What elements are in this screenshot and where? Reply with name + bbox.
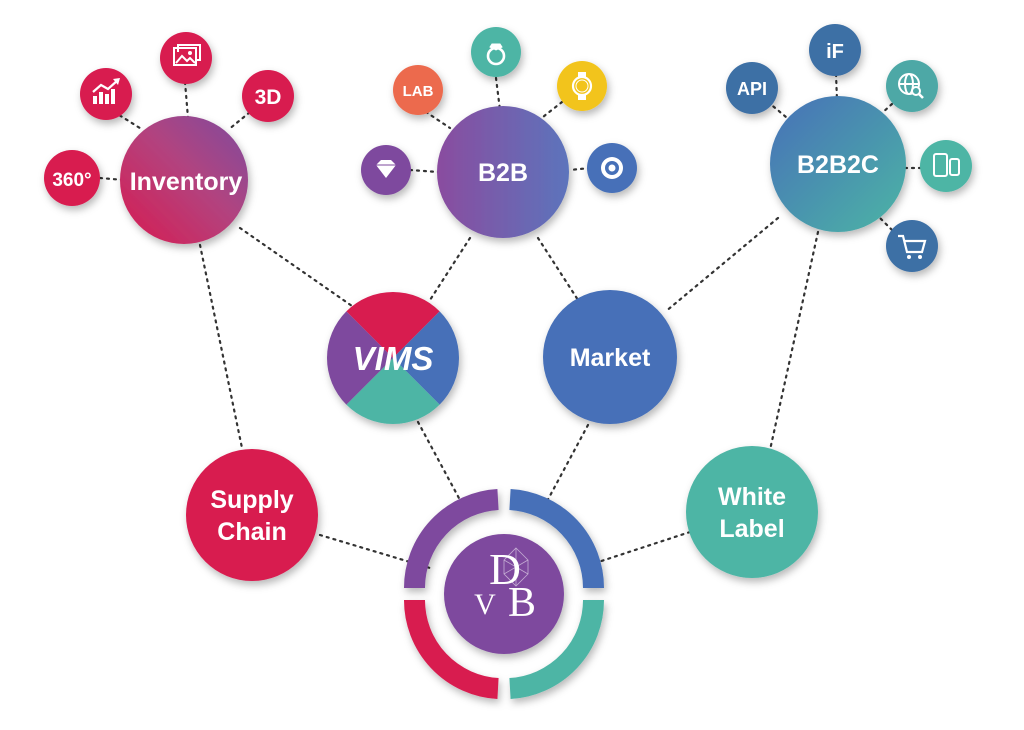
inventory-cluster: Inventory 360° 3D bbox=[44, 32, 294, 244]
vdb-logo-d: D bbox=[489, 545, 521, 594]
vdb-logo-v: V bbox=[474, 588, 496, 621]
connector-white-center bbox=[578, 530, 692, 570]
supply-chain-label-line2: Chain bbox=[217, 518, 286, 546]
connector-inventory-vims bbox=[238, 226, 354, 308]
satellite-gallery[interactable] bbox=[160, 32, 212, 84]
satellite-ring[interactable] bbox=[471, 27, 521, 77]
supply-chain-node-group: Supply Chain bbox=[186, 449, 318, 581]
connector-b2b-vims bbox=[428, 236, 472, 302]
satellite-3d[interactable] bbox=[242, 70, 294, 122]
shopping-cart-icon bbox=[898, 234, 927, 259]
satellite-cart[interactable] bbox=[886, 220, 938, 272]
vdb-logo: D V B bbox=[474, 545, 536, 626]
satellite-360[interactable] bbox=[44, 150, 100, 206]
white-label-node-group: White Label bbox=[686, 446, 818, 578]
white-label-label-line2: Label bbox=[719, 515, 784, 543]
supply-chain-label-line1: Supply bbox=[210, 486, 293, 514]
satellite-api[interactable] bbox=[726, 62, 778, 114]
b2b-cluster: B2B LAB bbox=[361, 27, 637, 238]
inventory-node[interactable] bbox=[120, 116, 248, 244]
b2b2c-node[interactable] bbox=[770, 96, 906, 232]
market-label: Market bbox=[570, 344, 651, 372]
connector-market-center bbox=[543, 423, 590, 507]
satellite-if-label: iF bbox=[826, 41, 844, 63]
satellite-api-label: API bbox=[737, 79, 767, 99]
market-node-group: Market bbox=[543, 290, 677, 424]
connector-lines bbox=[98, 72, 930, 570]
b2b2c-cluster: B2B2C API iF bbox=[726, 24, 972, 272]
gemstone-icon bbox=[601, 157, 623, 179]
connector-inventory-supply bbox=[198, 243, 244, 450]
image-gallery-icon bbox=[173, 44, 201, 66]
supply-chain-node[interactable] bbox=[186, 449, 318, 581]
chart-growth-icon bbox=[92, 78, 120, 104]
satellite-lab-label: LAB bbox=[403, 83, 434, 100]
hub-ring-blue bbox=[509, 489, 605, 589]
connector-b2b-market bbox=[536, 236, 580, 302]
satellite-watch[interactable] bbox=[557, 61, 607, 111]
vdb-hub[interactable]: D V B bbox=[403, 489, 605, 699]
devices-icon bbox=[933, 153, 960, 177]
hub-ring-crimson bbox=[403, 599, 499, 699]
hub-ring-purple bbox=[403, 489, 499, 589]
connector-b2b2c-market bbox=[663, 216, 780, 314]
white-label-label-line1: White bbox=[718, 483, 786, 511]
inventory-label: Inventory bbox=[130, 168, 243, 196]
vdb-logo-diamond-icon bbox=[503, 547, 529, 587]
vdb-logo-b: B bbox=[508, 580, 536, 626]
b2b-label: B2B bbox=[478, 159, 528, 187]
watch-icon bbox=[571, 72, 593, 100]
white-label-node[interactable] bbox=[686, 446, 818, 578]
satellite-360-label: 360° bbox=[52, 170, 91, 191]
connector-supply-center bbox=[318, 533, 432, 570]
connector-b2b2c-white bbox=[768, 230, 820, 452]
diamond-icon bbox=[376, 160, 396, 178]
satellite-lab[interactable] bbox=[393, 65, 443, 115]
vims-label: VIMS bbox=[353, 340, 434, 377]
hub-ring-teal bbox=[509, 599, 605, 699]
connector-vims-center bbox=[416, 420, 462, 502]
hub-ring-segments bbox=[403, 489, 605, 699]
b2b2c-label: B2B2C bbox=[797, 151, 879, 179]
satellite-3d-label: 3D bbox=[255, 86, 282, 109]
b2b-node[interactable] bbox=[437, 106, 569, 238]
market-node[interactable] bbox=[543, 290, 677, 424]
vims-node[interactable]: VIMS bbox=[327, 292, 459, 424]
satellite-if[interactable] bbox=[809, 24, 861, 76]
ring-icon bbox=[486, 43, 506, 66]
hub-core bbox=[444, 534, 564, 654]
globe-search-icon bbox=[898, 73, 924, 99]
